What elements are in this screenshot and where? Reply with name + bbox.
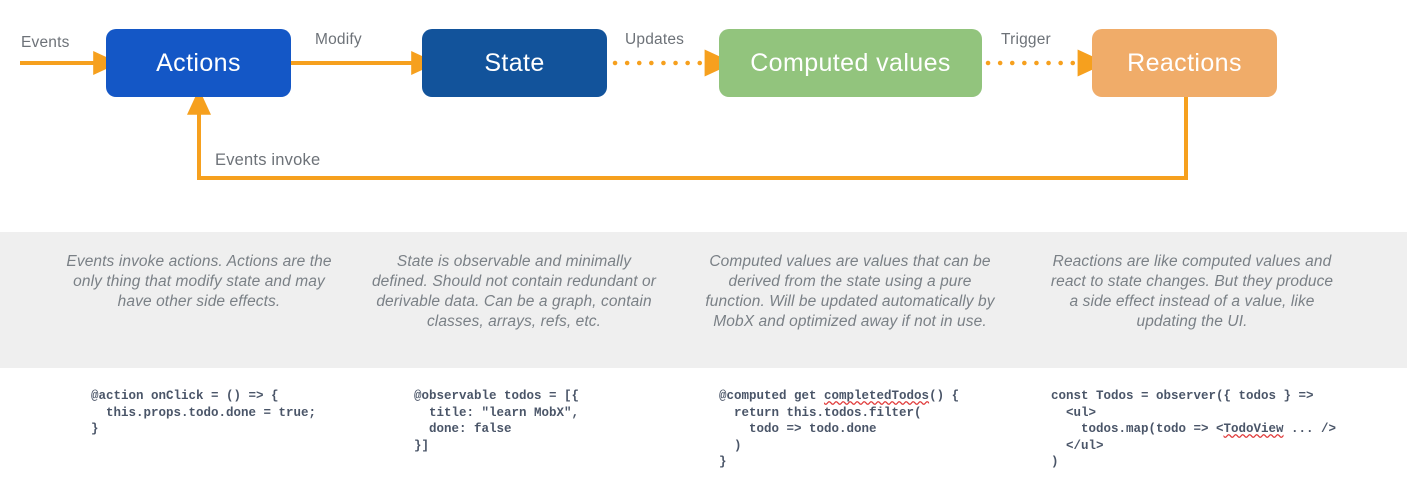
node-computed-values[interactable]: Computed values [719, 29, 982, 97]
description-state: State is observable and minimally define… [371, 253, 657, 330]
description-actions: Events invoke actions. Actions are the o… [66, 253, 332, 310]
arrow-events-invoke-feedback [187, 88, 1188, 180]
node-state-label: State [484, 48, 545, 77]
code-sample-actions: @action onClick = () => { this.props.tod… [91, 389, 317, 436]
description-computed: Computed values are values that can be d… [705, 253, 995, 330]
flow-arrows-layer [20, 49, 1188, 180]
node-reactions[interactable]: Reactions [1092, 29, 1277, 97]
edge-label-modify: Modify [315, 31, 362, 48]
node-state[interactable]: State [422, 29, 607, 97]
node-computed-values-label: Computed values [750, 48, 951, 77]
edge-label-trigger: Trigger [1001, 31, 1051, 48]
node-reactions-label: Reactions [1127, 48, 1242, 77]
edge-label-updates: Updates [625, 31, 685, 48]
description-reactions: Reactions are like computed values and r… [1050, 253, 1334, 330]
node-actions-label: Actions [156, 48, 241, 77]
edge-label-events-invoke: Events invoke [215, 151, 321, 169]
code-sample-reactions: const Todos = observer({ todos } => <ul>… [1051, 389, 1337, 469]
code-sample-computed: @computed get completedTodos() { return … [719, 389, 960, 469]
description-band: Events invoke actions. Actions are the o… [0, 232, 1407, 368]
code-band: @action onClick = () => { this.props.tod… [0, 368, 1407, 483]
node-actions[interactable]: Actions [106, 29, 291, 97]
code-sample-state: @observable todos = [{ title: "learn Mob… [414, 389, 580, 453]
edge-label-events: Events [21, 34, 70, 51]
